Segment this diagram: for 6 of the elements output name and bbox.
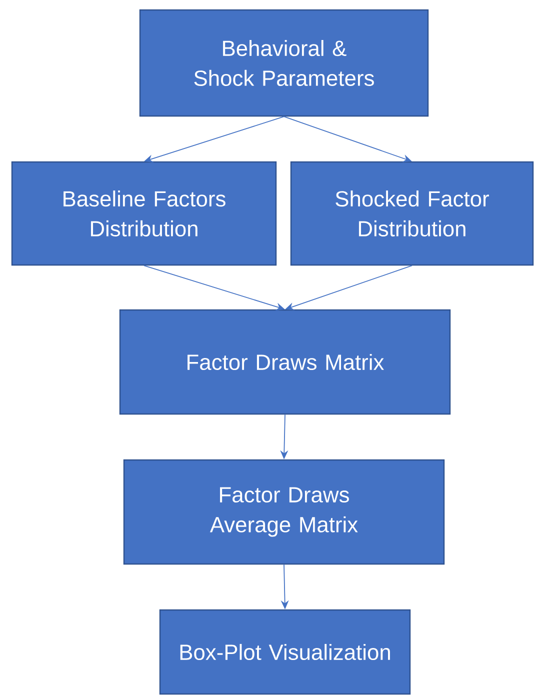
process-box: Baseline Factors Distribution	[11, 161, 277, 266]
process-box: Box-Plot Visualization	[159, 609, 411, 695]
process-box: Factor Draws Matrix	[119, 309, 451, 415]
process-box: Factor Draws Average Matrix	[123, 459, 445, 565]
process-box: Shocked Factor Distribution	[290, 161, 534, 266]
process-box: Behavioral & Shock Parameters	[139, 9, 429, 117]
